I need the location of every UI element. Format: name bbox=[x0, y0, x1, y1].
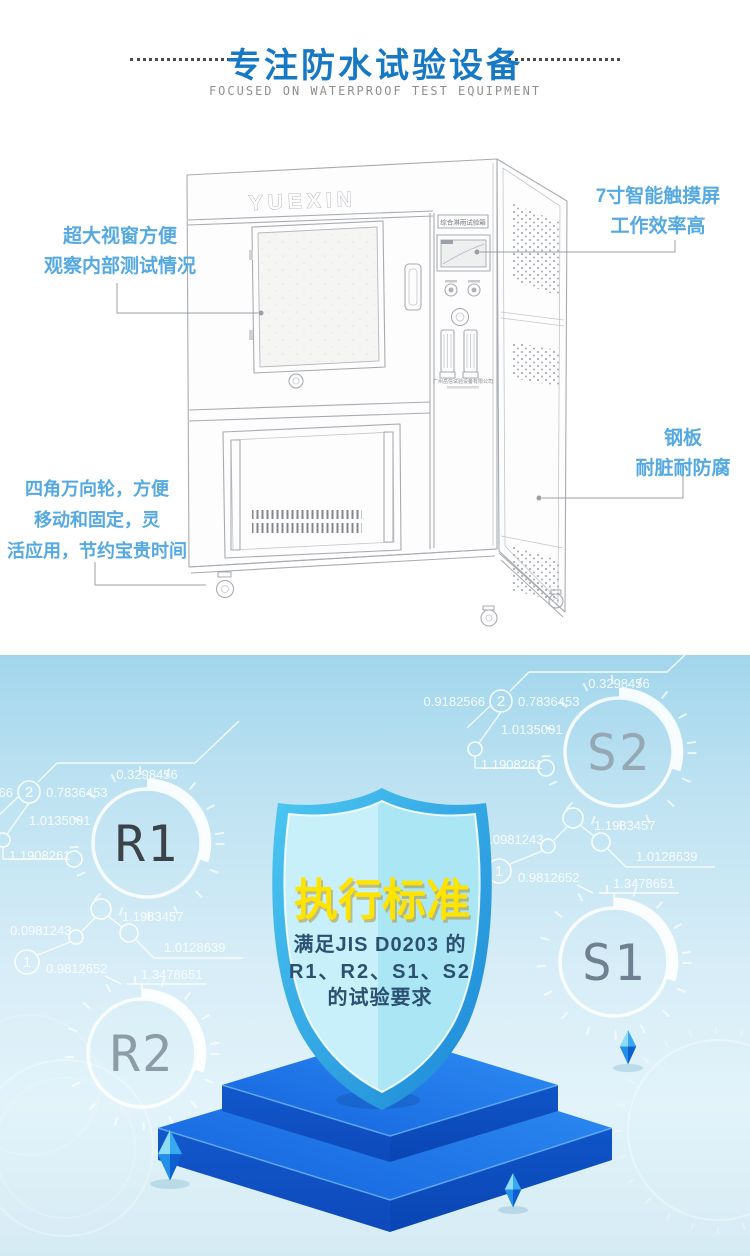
machine-base bbox=[188, 548, 566, 627]
pattern-right: S2 S1 bbox=[422, 655, 716, 1035]
leader-dot bbox=[474, 249, 480, 255]
ring-label-r2: R2 bbox=[110, 1025, 174, 1083]
leader-dot bbox=[258, 310, 264, 316]
caster-wheel bbox=[480, 605, 498, 627]
callout-window: 超大视窗方便 观察内部测试情况 bbox=[22, 222, 218, 282]
machine-side-panel bbox=[496, 158, 568, 613]
door-vent-row bbox=[252, 523, 362, 533]
callout-casters-line1: 四角万向轮，方便 bbox=[25, 479, 169, 499]
shield-title: 执行标准 bbox=[294, 876, 470, 925]
callout-casters-line2: 移动和固定，灵 bbox=[34, 510, 160, 530]
callout-window-line2: 观察内部测试情况 bbox=[43, 256, 196, 277]
window-hinge bbox=[249, 250, 253, 260]
panel-footer-smalltext bbox=[447, 386, 479, 389]
standards-shield: 执行标准 执行标准 满足JIS D0203 的 R1、R2、S1、S2 的试验要… bbox=[272, 788, 492, 1110]
side-vent-grid-bottom bbox=[511, 546, 559, 602]
side-vent-grid-top bbox=[511, 203, 559, 296]
window-lock-knob bbox=[288, 373, 304, 389]
ring-label-s2: S2 bbox=[587, 724, 651, 782]
callout-steel-line1: 钢板 bbox=[663, 428, 702, 449]
shield-desc-line2: R1、R2、S1、S2 bbox=[289, 961, 471, 983]
door-vent-row bbox=[252, 510, 362, 519]
panel-footer: 广州岳信试验设备有限公司 bbox=[433, 378, 493, 385]
callout-steel: 钢板 耐脏耐防腐 bbox=[613, 424, 750, 484]
control-knobs bbox=[444, 280, 481, 327]
window-lock-knob-inner bbox=[292, 377, 300, 385]
ring-label-s1: S1 bbox=[582, 934, 646, 992]
gem-decorations bbox=[150, 1030, 643, 1214]
page-title: 专注防水试验设备 bbox=[227, 47, 523, 85]
pattern-left: R1 R2 bbox=[0, 720, 244, 1126]
callout-steel-line2: 耐脏耐防腐 bbox=[635, 458, 731, 479]
header-dotted-line-right bbox=[508, 58, 620, 61]
touch-screen bbox=[436, 234, 491, 272]
machine-window bbox=[249, 220, 386, 374]
page-subtitle: FOCUSED ON WATERPROOF TEST EQUIPMENT bbox=[208, 84, 542, 98]
window-hinge bbox=[249, 330, 253, 340]
callout-window-line1: 超大视窗方便 bbox=[62, 226, 177, 247]
side-vent-grid-middle bbox=[511, 342, 559, 386]
callout-casters-line3: 活应用，节约宝贵时间 bbox=[7, 541, 187, 561]
shield-title-shadow: 执行标准 bbox=[296, 879, 472, 928]
background-decor-rings bbox=[0, 1014, 750, 1237]
panel-title: 综合淋雨试验箱 bbox=[440, 218, 486, 227]
door-handle bbox=[404, 263, 422, 311]
callout-leader-lines bbox=[94, 240, 684, 586]
machine-lower-door bbox=[222, 423, 402, 559]
callout-casters: 四角万向轮，方便 移动和固定，灵 活应用，节约宝贵时间 bbox=[2, 474, 192, 567]
flow-meters bbox=[439, 329, 479, 379]
callout-touchscreen-line2: 工作效率高 bbox=[610, 216, 706, 237]
header-dotted-line-left bbox=[130, 58, 242, 61]
machine-brand-logo: YUEXIN bbox=[248, 188, 357, 215]
caster-wheel bbox=[215, 571, 235, 599]
shield-desc-line3: 的试验要求 bbox=[328, 985, 433, 1009]
ring-label-r1: R1 bbox=[115, 815, 179, 873]
callout-touchscreen: 7寸智能触摸屏 工作效率高 bbox=[575, 182, 741, 242]
standards-graphic: 2 1 0.3298456 0.9182566 0.7836453 1.0135… bbox=[0, 655, 750, 1237]
leader-dot bbox=[536, 495, 542, 501]
shield-desc-line1: 满足JIS D0203 的 bbox=[293, 932, 466, 956]
standards-section: 2 1 0.3298456 0.9182566 0.7836453 1.0135… bbox=[0, 655, 750, 1256]
machine-control-panel: 综合淋雨试验箱 bbox=[433, 214, 493, 389]
machine-diagram: YUEXIN 综合淋雨试验箱 bbox=[94, 158, 684, 627]
caster-wheel bbox=[548, 589, 564, 609]
callout-touchscreen-line1: 7寸智能触摸屏 bbox=[595, 186, 721, 207]
